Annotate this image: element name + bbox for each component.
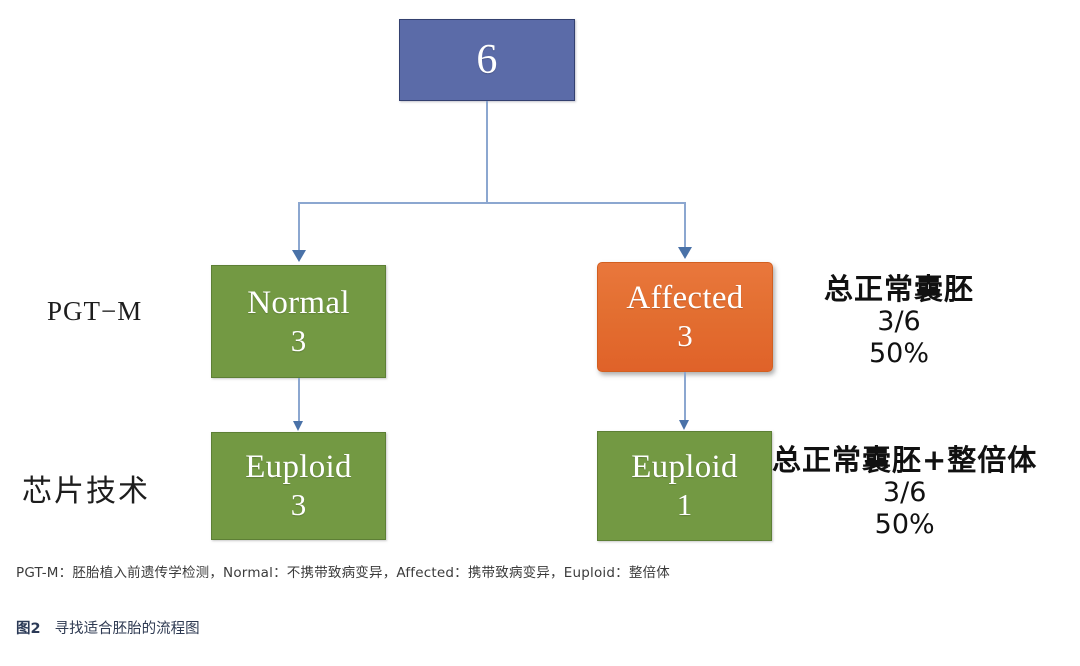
annotation-total-normal-euploid-heading: 总正常囊胚+整倍体 (772, 443, 1038, 477)
arrowhead-to-affected-icon (678, 247, 692, 259)
annotation-total-normal-euploid-percent: 50% (874, 509, 935, 541)
annotation-total-normal-percent: 50% (869, 338, 930, 370)
annotation-total-normal-heading: 总正常囊胚 (824, 272, 975, 306)
arrowhead-to-euploid-right-icon (679, 420, 689, 430)
node-euploid-left: Euploid 3 (211, 432, 386, 540)
figure-caption: 图2 寻找适合胚胎的流程图 (16, 617, 200, 638)
node-euploid-right: Euploid 1 (597, 431, 772, 541)
row-label-pgt-m: PGT−M (47, 296, 143, 326)
node-root-title: 6 (476, 37, 498, 83)
connector-root-stem (486, 101, 488, 203)
connector-branch-right (684, 202, 686, 249)
node-euploid-right-title: Euploid (631, 449, 738, 486)
node-euploid-left-title: Euploid (245, 449, 352, 486)
connector-affected-to-euploid (684, 372, 686, 422)
annotation-total-normal-euploid-fraction: 3/6 (882, 477, 927, 509)
node-euploid-right-count: 1 (676, 487, 693, 523)
connector-branch-bar (299, 202, 686, 204)
node-affected-count: 3 (677, 318, 693, 354)
figure-footnote: PGT-M：胚胎植入前遗传学检测，Normal：不携带致病变异，Affected… (16, 565, 670, 581)
arrowhead-to-euploid-left-icon (293, 421, 303, 431)
node-normal: Normal 3 (211, 265, 386, 378)
node-euploid-left-count: 3 (290, 487, 307, 523)
connector-branch-left (298, 202, 300, 252)
figure-caption-tag: 图2 (16, 621, 41, 637)
row-label-chip-technology: 芯片技术 (22, 474, 150, 509)
annotation-total-normal-euploid: 总正常囊胚+整倍体 3/6 50% (772, 443, 1037, 541)
arrowhead-to-normal-icon (292, 250, 306, 262)
node-normal-title: Normal (247, 284, 350, 321)
figure-caption-text: 寻找适合胚胎的流程图 (54, 621, 200, 637)
node-root-total: 6 (399, 19, 575, 101)
node-normal-count: 3 (290, 322, 307, 358)
node-affected-title: Affected (626, 280, 744, 317)
annotation-total-normal: 总正常囊胚 3/6 50% (824, 272, 974, 370)
connector-normal-to-euploid (298, 378, 300, 423)
annotation-total-normal-fraction: 3/6 (877, 306, 921, 338)
node-affected: Affected 3 (597, 262, 773, 372)
